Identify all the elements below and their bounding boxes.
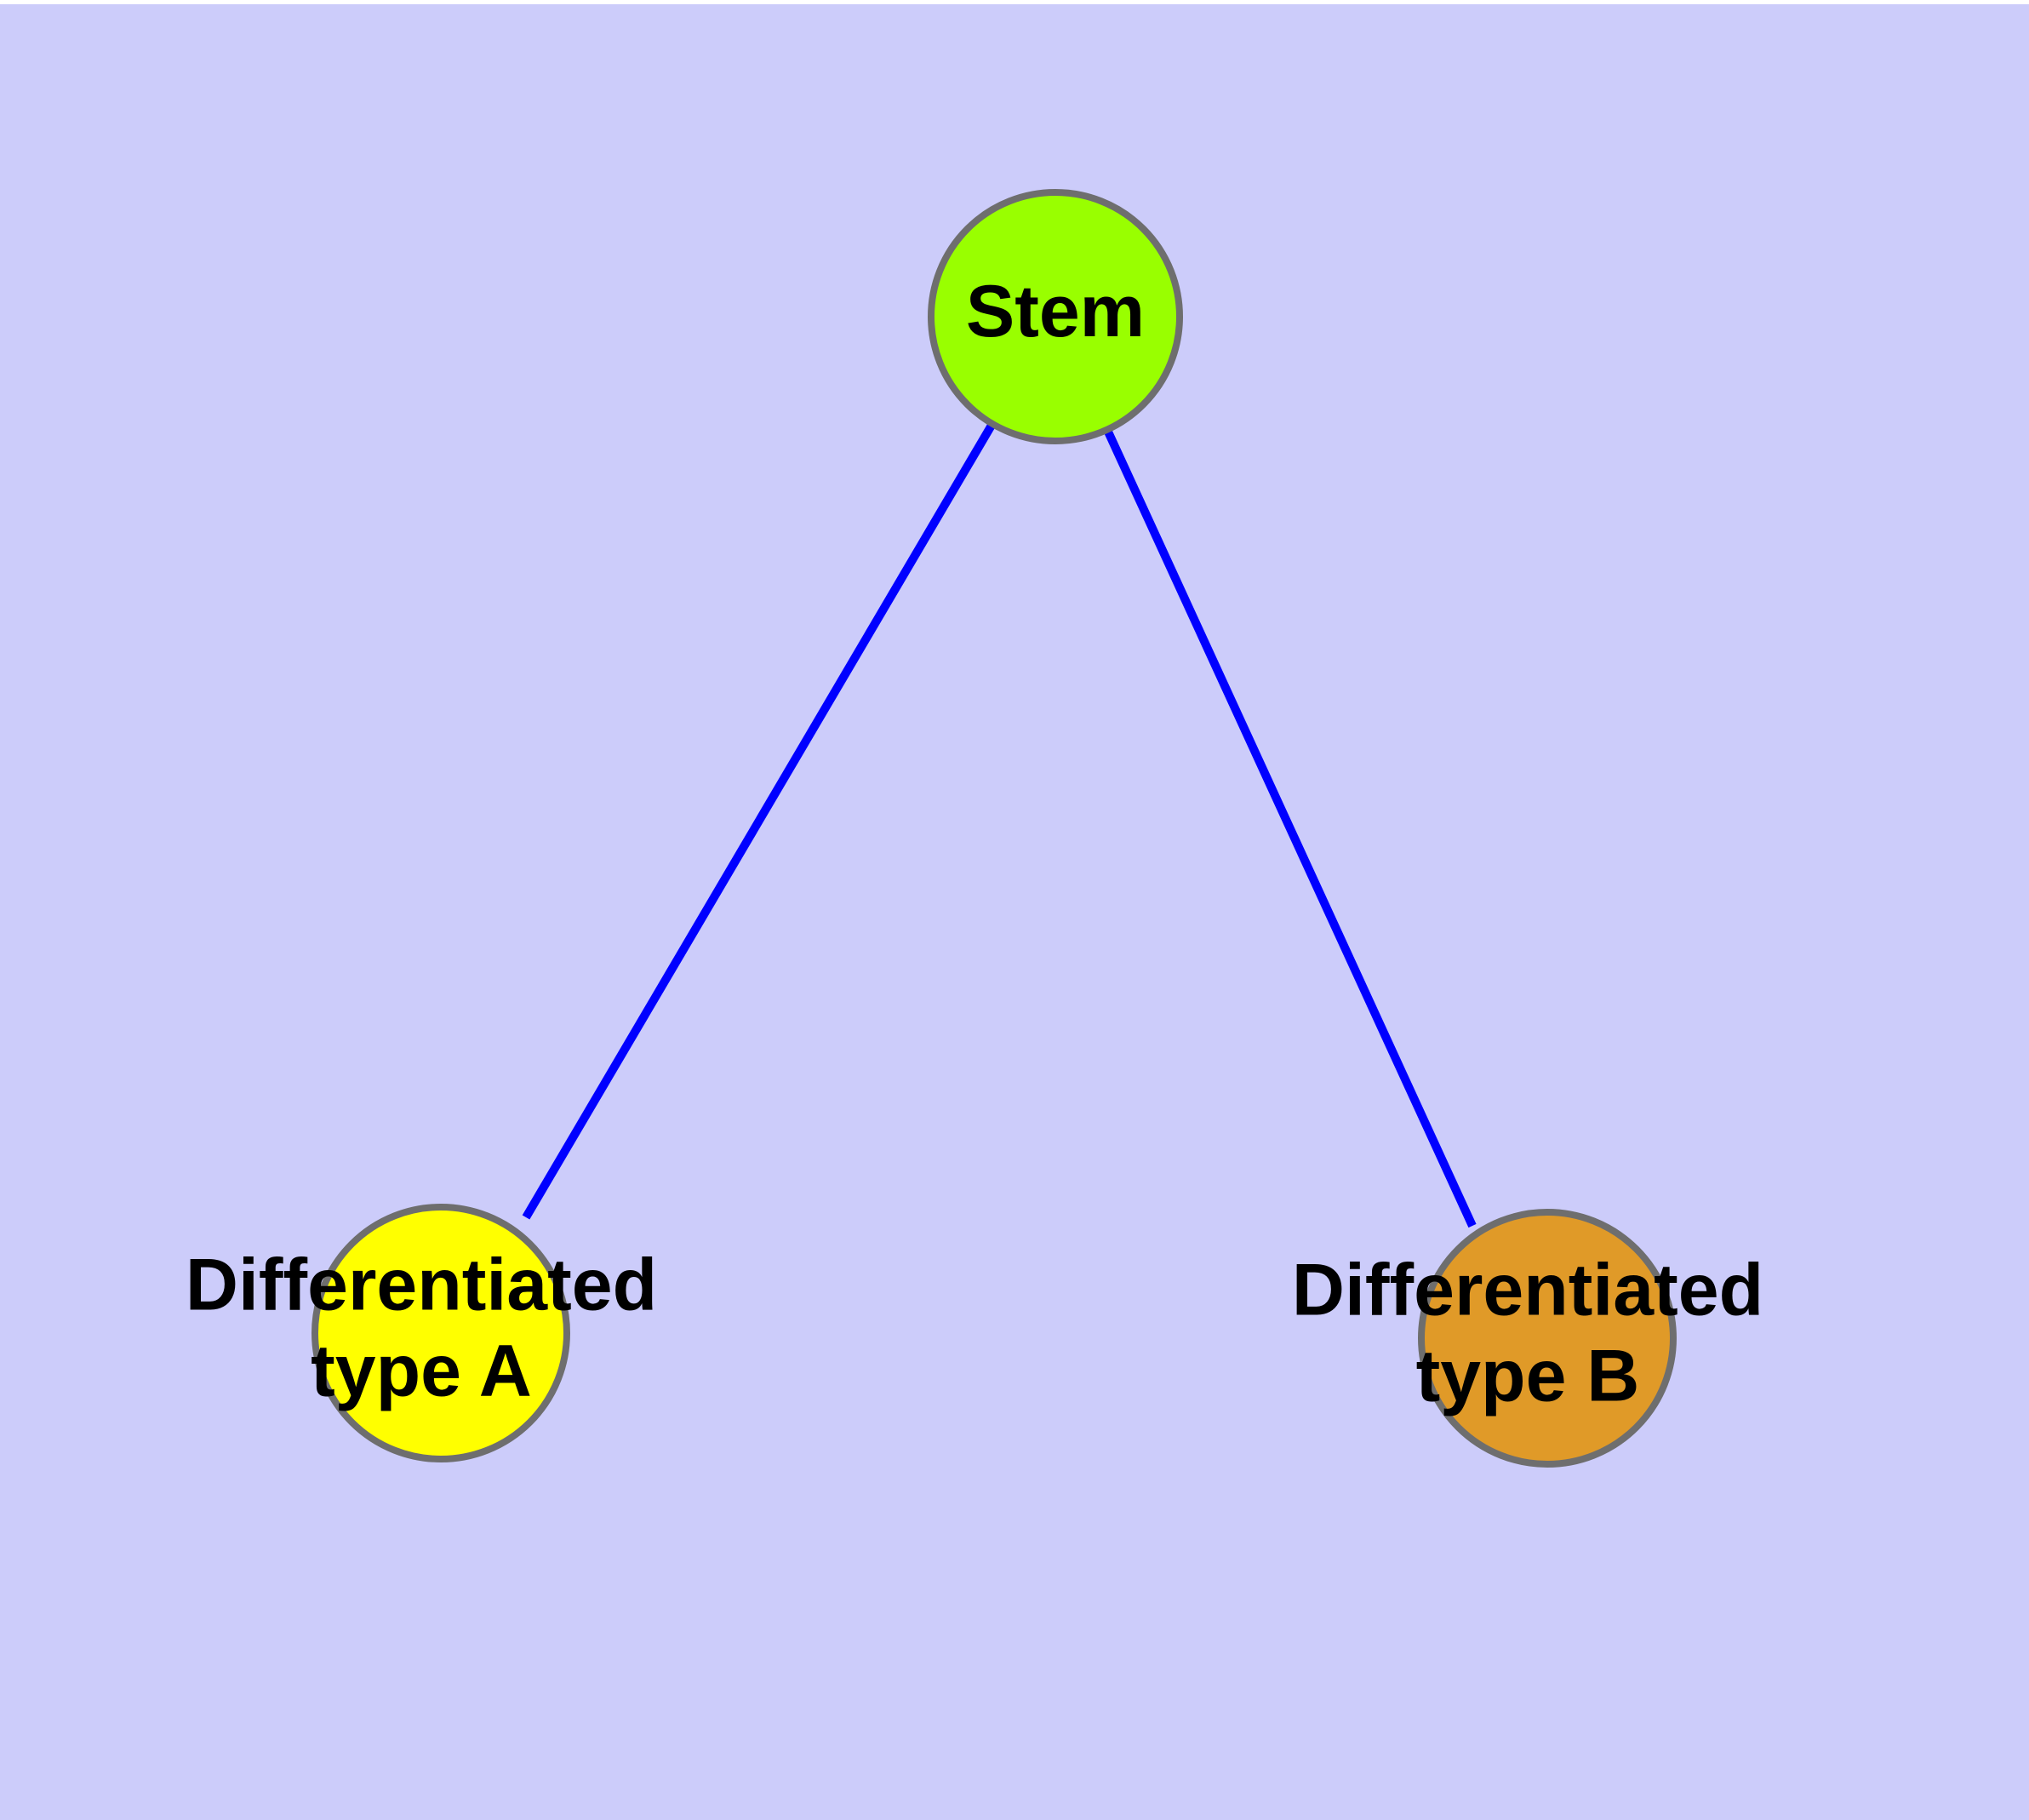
node-stem[interactable] xyxy=(928,189,1183,444)
edge-layer xyxy=(522,314,1477,1228)
edge-stem-to-differentiated-type-a[interactable] xyxy=(522,314,1060,1220)
node-label-stem: Stem xyxy=(966,271,1145,352)
edge-stem-to-differentiated-type-b[interactable] xyxy=(1051,314,1477,1228)
node-differentiated-type-b[interactable] xyxy=(1418,1209,1677,1468)
node-differentiated-type-a[interactable] xyxy=(311,1204,570,1462)
node-layer xyxy=(311,189,1677,1468)
